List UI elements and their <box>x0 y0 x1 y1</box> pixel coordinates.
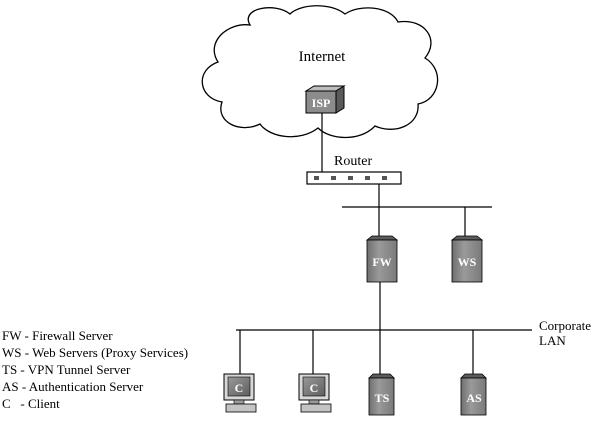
client-2-label: C <box>310 381 319 395</box>
ws-server: WS <box>450 235 484 283</box>
isp-device: ISP <box>304 85 346 114</box>
internet-cloud <box>201 5 439 139</box>
router-device <box>306 171 402 185</box>
ts-server: TS <box>368 373 395 416</box>
ws-label: WS <box>458 255 477 269</box>
legend-item-fw: FW - Firewall Server <box>2 328 113 343</box>
client-1-label: C <box>235 381 244 395</box>
legend-item-ts: TS - VPN Tunnel Server <box>2 362 131 377</box>
client-computer-2: C <box>298 373 332 413</box>
corporate-lan-label-line1: Corporate <box>539 318 591 333</box>
fw-server: FW <box>365 235 399 283</box>
internet-label: Internet <box>299 49 346 65</box>
isp-label: ISP <box>312 96 331 110</box>
legend: FW - Firewall Server WS - Web Servers (P… <box>2 327 188 412</box>
as-server: AS <box>460 373 487 416</box>
fw-label: FW <box>372 255 391 269</box>
router-label: Router <box>334 154 372 169</box>
client-computer-1: C <box>223 373 257 413</box>
legend-item-c: C - Client <box>2 396 60 411</box>
legend-item-ws: WS - Web Servers (Proxy Services) <box>2 345 189 360</box>
corporate-lan-label-line2: LAN <box>539 333 566 348</box>
as-label: AS <box>466 391 482 405</box>
legend-item-as: AS - Authentication Server <box>2 379 144 394</box>
ts-label: TS <box>375 391 390 405</box>
